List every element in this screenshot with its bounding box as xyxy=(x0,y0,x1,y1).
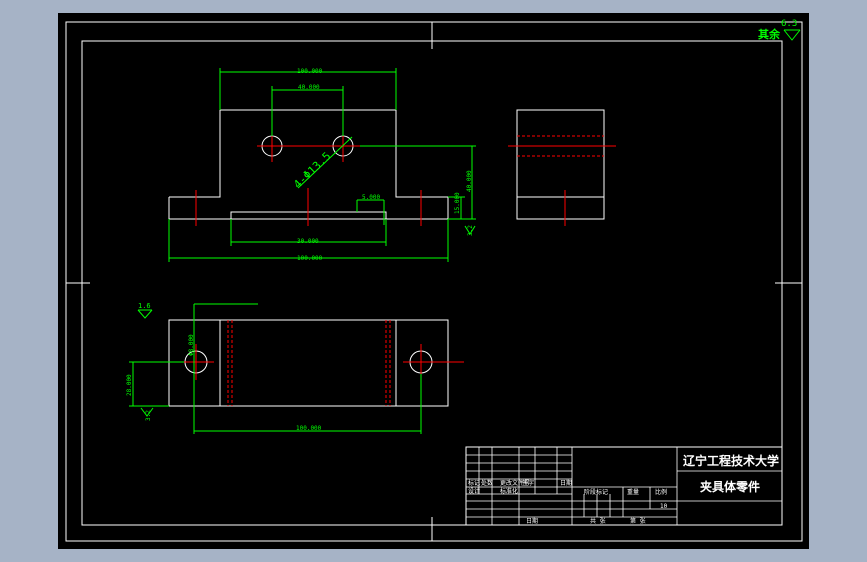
corner-roughness-note: 6.3 其余 xyxy=(758,19,801,41)
top-view: 1.6 Φ8.000 28.000 100.000 3.2 xyxy=(126,302,464,434)
corner-roughness-value: 6.3 xyxy=(781,19,797,29)
front-view-outline xyxy=(168,109,449,220)
cell-mark: 标记 xyxy=(468,479,480,487)
dim-hole-center-spacing: 100.000 xyxy=(296,425,322,432)
cell-stage-mark: 阶段标记 xyxy=(584,488,608,496)
title-block: 标记 处数 更改文件号 签字 日期 设计 标准化 阶段标记 重量 比例 10 共… xyxy=(465,446,783,526)
title-block-cells: 标记 处数 更改文件号 签字 日期 设计 标准化 阶段标记 重量 比例 10 共… xyxy=(468,479,668,525)
part-name: 夹具体零件 xyxy=(700,479,760,494)
side-hidden-lines xyxy=(517,135,604,157)
dim-hole-spacing: 40.000 xyxy=(298,84,320,91)
side-view xyxy=(508,109,616,226)
cell-weight: 重量 xyxy=(627,488,639,496)
cell-sheet-no: 第 张 xyxy=(630,517,646,525)
dim-slot-depth: 5.000 xyxy=(362,194,380,201)
corner-note-label: 其余 xyxy=(758,27,781,41)
top-dimensions xyxy=(129,303,422,434)
dim-base-height: 15.000 xyxy=(454,192,461,214)
front-roughness-right: 3.2 xyxy=(467,225,474,236)
cell-standardize: 标准化 xyxy=(500,487,518,495)
cell-approve-date: 日期 xyxy=(526,517,538,525)
school-name: 辽宁工程技术大学 xyxy=(683,453,779,468)
dim-height: 40.000 xyxy=(466,170,473,192)
cell-design: 设计 xyxy=(468,487,480,495)
title-block-grid xyxy=(466,447,782,525)
dim-base-length: 100.000 xyxy=(297,255,323,262)
outer-border xyxy=(65,21,803,542)
dim-overall-top: 100.000 xyxy=(297,68,323,75)
dim-hole-dia: Φ8.000 xyxy=(188,334,195,356)
cell-date: 日期 xyxy=(560,479,572,487)
side-view-outline xyxy=(516,109,605,220)
cell-count: 处数 xyxy=(481,479,493,487)
top-hidden-lines xyxy=(227,320,391,406)
cell-scale: 比例 xyxy=(655,488,667,496)
dim-width: 28.000 xyxy=(126,374,133,396)
cell-sheet-total: 共 张 xyxy=(590,517,606,525)
dim-slot-width: 30.000 xyxy=(297,238,319,245)
side-centerlines xyxy=(508,145,616,226)
cell-scale-value: 10 xyxy=(660,503,668,510)
center-marks xyxy=(66,22,802,541)
top-view-outline xyxy=(168,319,449,407)
cell-sign: 签字 xyxy=(522,479,534,487)
sheet xyxy=(58,13,809,549)
front-dimensions xyxy=(168,68,476,262)
cell-change-file: 更改文件号 xyxy=(500,479,530,487)
top-roughness-left: 3.2 xyxy=(145,410,152,421)
top-roughness-top: 1.6 xyxy=(138,302,151,310)
